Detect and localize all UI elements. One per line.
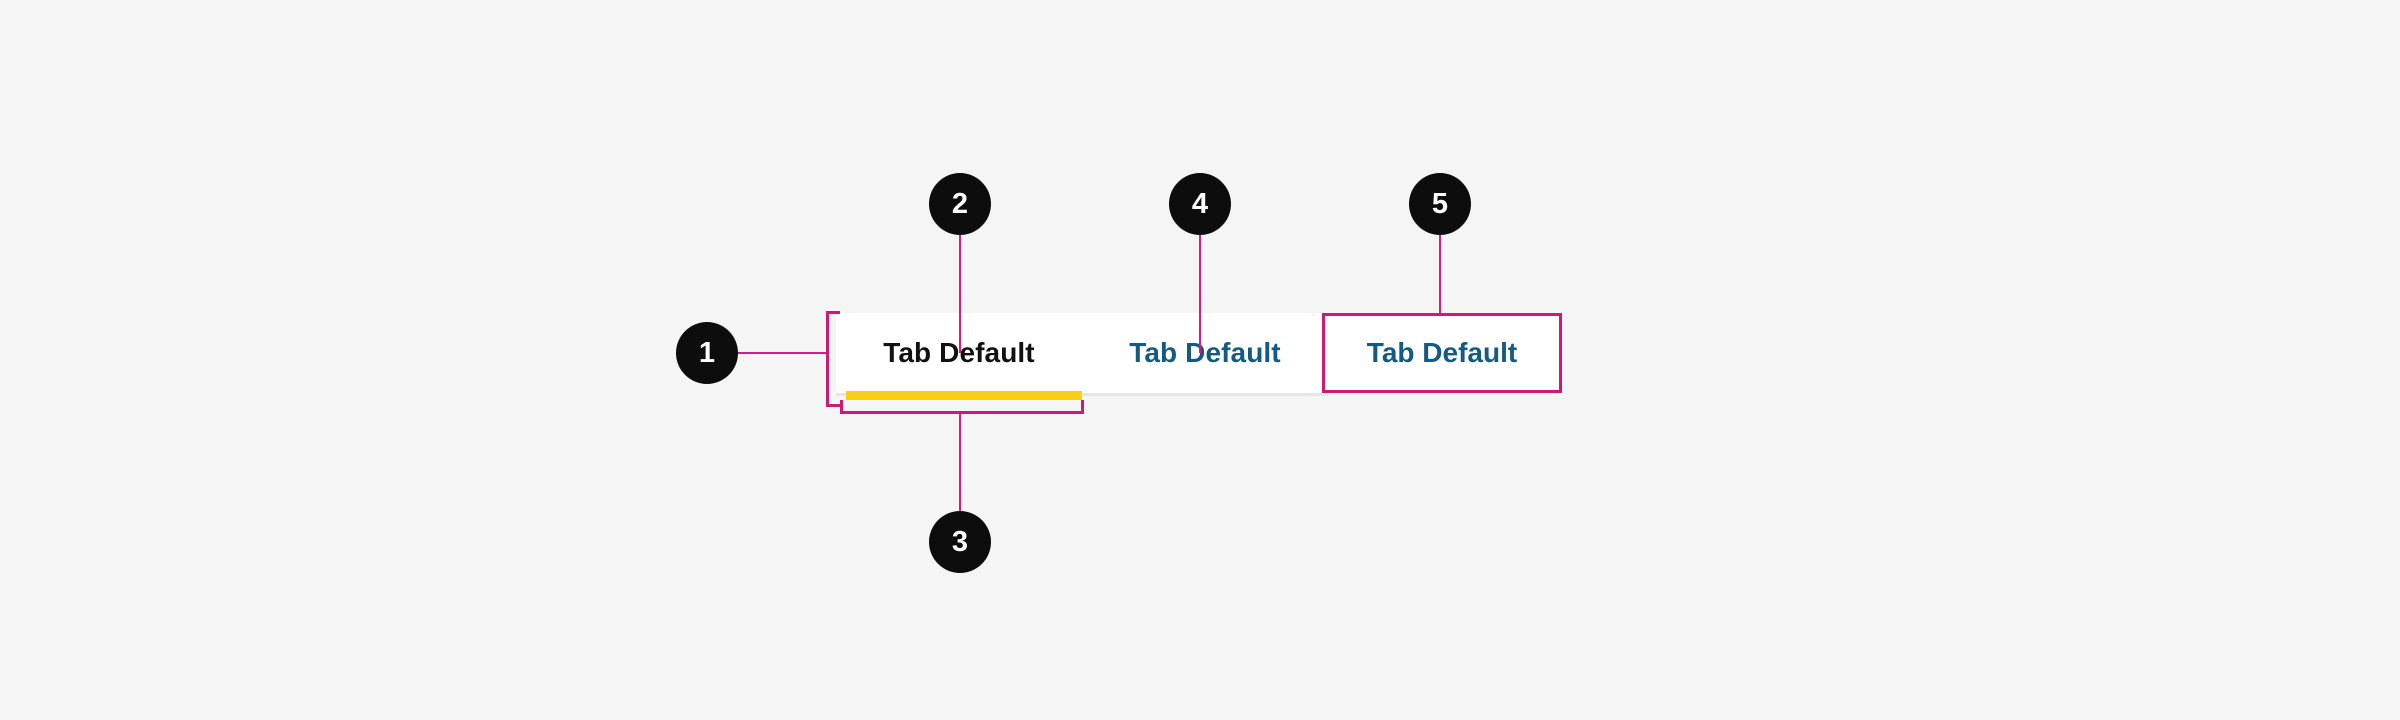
callout-number-1: 1 (698, 336, 716, 369)
annotation-leader-1 (738, 352, 828, 354)
callout-number-5: 5 (1431, 187, 1449, 220)
callout-marker-1[interactable]: 1 (676, 322, 738, 384)
annotation-leader-3 (959, 412, 961, 520)
callout-marker-4[interactable]: 4 (1169, 173, 1231, 235)
tab-label-second: Tab Default (1129, 337, 1281, 368)
callout-number-4: 4 (1191, 187, 1209, 220)
annotation-leader-5 (1439, 228, 1441, 315)
tab-default-second[interactable]: Tab Default (1082, 313, 1328, 393)
annotation-bracket-tab-container (826, 311, 840, 407)
tab-default-selected[interactable]: Tab Default (836, 313, 1082, 393)
callout-marker-3[interactable]: 3 (929, 511, 991, 573)
callout-number-3: 3 (951, 525, 969, 558)
annotation-leader-2 (959, 228, 961, 353)
callout-marker-2[interactable]: 2 (929, 173, 991, 235)
annotation-bracket-indicator (840, 400, 1084, 414)
annotation-leader-4 (1199, 228, 1201, 353)
callout-number-2: 2 (951, 187, 969, 220)
tab-bar-track (836, 393, 1328, 396)
tab-default-focused[interactable]: Tab Default (1322, 313, 1562, 393)
tab-bar: Tab Default Tab Default (836, 313, 1328, 393)
selected-tab-indicator (846, 391, 1082, 400)
tab-label-focused: Tab Default (1366, 337, 1518, 368)
tab-label-selected: Tab Default (883, 337, 1035, 368)
callout-marker-5[interactable]: 5 (1409, 173, 1471, 235)
